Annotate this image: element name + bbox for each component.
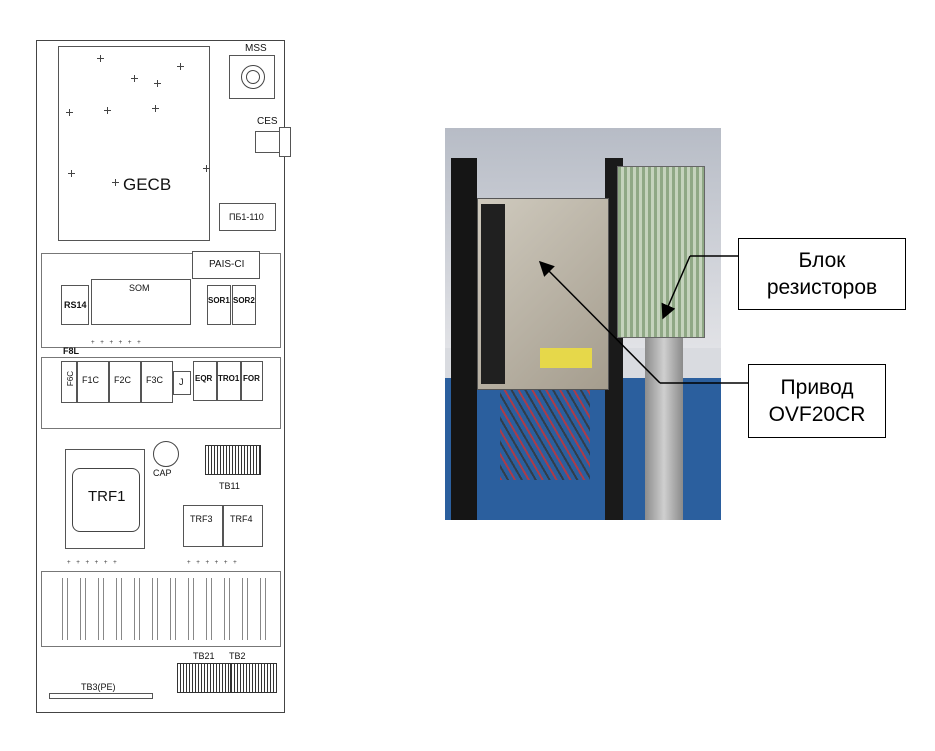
terminal-block-row <box>41 571 281 647</box>
f6c-component: F6C <box>61 361 77 403</box>
j-label: J <box>179 377 184 387</box>
cap-component <box>153 441 179 467</box>
f8l-label: F8L <box>63 346 80 356</box>
f3c-component: F3C <box>141 361 173 403</box>
f1c-label: F1C <box>82 375 100 385</box>
f2c-component: F2C <box>109 361 141 403</box>
gecb-board: GECB <box>58 46 210 241</box>
f2c-label: F2C <box>114 375 132 385</box>
rs14-component: RS14 <box>61 285 89 325</box>
for-label: FOR <box>243 374 260 383</box>
resistor-block <box>617 166 705 338</box>
drive-callout-line2: OVF20CR <box>768 403 866 426</box>
trf3-label: TRF3 <box>190 514 213 524</box>
trf4-label: TRF4 <box>230 514 253 524</box>
sor1-label: SOR1 <box>208 296 230 305</box>
pais-ci-component: PAIS-CI <box>192 251 260 279</box>
tb2-label: TB2 <box>229 651 246 661</box>
drive-callout-line1: Привод <box>780 376 854 399</box>
tb11-label: TB11 <box>219 481 240 491</box>
trf3-component: TRF3 <box>183 505 223 547</box>
cabinet-schematic: GECB MSS CES ПБ1-110 PAIS-CI RS14 SOM SO… <box>36 40 291 713</box>
tb2-terminal <box>231 663 277 693</box>
cap-label: CAP <box>153 468 172 478</box>
som-label: SOM <box>129 283 150 293</box>
pb1-110-component: ПБ1-110 <box>219 203 276 231</box>
som-component: SOM <box>91 279 191 325</box>
tb21-terminal <box>177 663 231 693</box>
tb21-label: TB21 <box>193 651 215 661</box>
mss-component <box>229 55 275 99</box>
resistor-callout-line2: резисторов <box>766 276 878 299</box>
for-component: FOR <box>241 361 263 401</box>
f3c-label: F3C <box>146 375 164 385</box>
trf4-component: TRF4 <box>223 505 263 547</box>
resistor-block-callout: Блок резисторов <box>738 238 906 310</box>
tro1-label: TRO1 <box>218 374 240 383</box>
gecb-label: GECB <box>123 175 172 194</box>
tb3-pe-bar <box>49 693 153 699</box>
eqr-component: EQR <box>193 361 217 401</box>
j-component: J <box>173 371 191 395</box>
ces-label: CES <box>257 116 278 127</box>
trf1-component: TRF1 <box>65 449 145 549</box>
sor2-component: SOR2 <box>232 285 256 325</box>
mss-label: MSS <box>245 43 267 54</box>
tb11-terminal <box>205 445 261 475</box>
drive-callout: Привод OVF20CR <box>748 364 886 438</box>
tro1-component: TRO1 <box>217 361 241 401</box>
equipment-photo <box>445 128 721 520</box>
rs14-label: RS14 <box>64 300 87 310</box>
resistor-callout-line1: Блок <box>798 249 846 272</box>
sor1-component: SOR1 <box>207 285 231 325</box>
tb3-pe-label: TB3(PE) <box>81 682 116 692</box>
sor2-label: SOR2 <box>233 296 255 305</box>
f1c-component: F1C <box>77 361 109 403</box>
eqr-label: EQR <box>195 374 213 383</box>
pb1-110-label: ПБ1-110 <box>229 212 264 222</box>
pais-ci-label: PAIS-CI <box>209 259 245 270</box>
trf1-label: TRF1 <box>88 488 126 505</box>
